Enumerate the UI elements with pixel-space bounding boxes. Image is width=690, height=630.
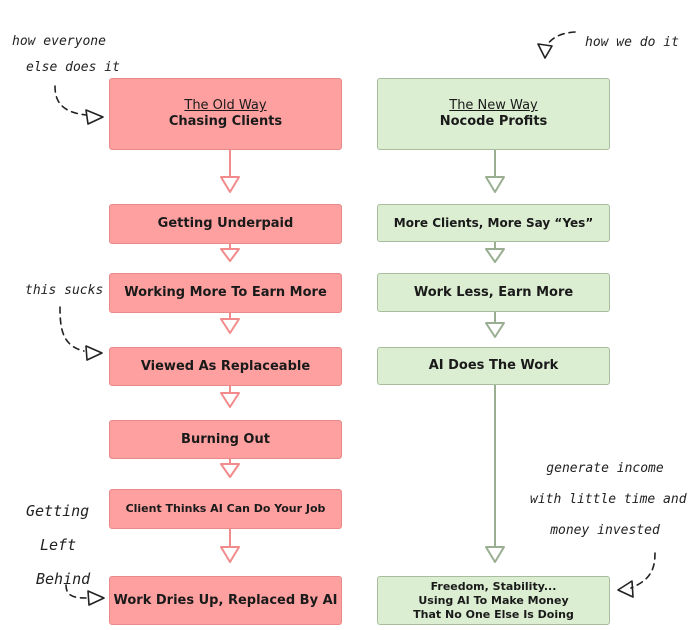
old-step-box: Working More To Earn More [109,273,342,313]
annotation-line: with little time and [530,492,687,507]
annotation-arrowhead-everyone [85,109,104,125]
red-arrowhead [220,248,240,262]
annotation-arrow-everyone [54,85,87,116]
green-arrowhead [485,176,505,193]
annotation-arrow-sucks [59,306,85,352]
old-way-title: Chasing Clients [168,114,283,129]
new-way-subtitle: The New Way [449,98,538,113]
red-arrowhead [220,392,240,408]
annotation-this-sucks: this sucks [25,278,103,304]
annotation-line: generate income [546,461,664,476]
old-way-header-box: The Old Way Chasing Clients [109,78,342,150]
green-arrowhead [485,546,505,563]
annotation-line: how everyone [12,34,106,49]
new-final-box: Freedom, Stability... Using AI To Make M… [377,576,610,625]
new-step-label: Work Less, Earn More [413,284,574,300]
annotation-we-do-it: how we do it [585,30,679,56]
annotation-arrow-income [630,552,656,589]
new-step-label: More Clients, More Say “Yes” [393,216,594,230]
old-step-label: Client Thinks AI Can Do Your Job [125,502,326,515]
new-step-box: Work Less, Earn More [377,273,610,312]
new-step-label: AI Does The Work [428,358,559,373]
green-arrowhead [485,322,505,338]
new-way-title: Nocode Profits [439,114,548,129]
red-arrowhead [220,463,240,478]
old-way-subtitle: The Old Way [184,98,267,113]
old-step-label: Working More To Earn More [124,285,327,300]
old-step-box: Work Dries Up, Replaced By AI [109,576,342,625]
annotation-line: Getting [26,502,90,520]
new-step-box: AI Does The Work [377,347,610,385]
old-step-label: Viewed As Replaceable [140,358,311,374]
annotation-line: money invested [550,523,660,538]
annotation-line: Behind [36,570,91,588]
old-step-label: Burning Out [181,431,270,447]
annotation-line: how we do it [585,35,679,50]
annotation-line: else does it [26,60,120,75]
new-step-box: More Clients, More Say “Yes” [377,204,610,242]
red-arrowhead [220,318,240,334]
annotation-arrow-behind [65,584,87,599]
annotation-line: this sucks [25,283,104,298]
annotation-arrowhead-we-do-it [537,43,553,59]
new-final-line: That No One Else Is Doing [413,607,574,621]
annotation-arrowhead-income [617,580,634,598]
annotation-arrowhead-sucks [85,345,103,361]
annotation-line: Left [40,536,77,554]
old-step-box: Burning Out [109,420,342,459]
old-step-box: Viewed As Replaceable [109,347,342,386]
green-arrowhead [485,248,505,263]
annotation-arrowhead-behind [87,590,105,606]
new-way-header-box: The New Way Nocode Profits [377,78,610,150]
red-arrowhead [220,176,240,193]
old-step-box: Client Thinks AI Can Do Your Job [109,489,342,529]
red-arrowhead [220,546,240,563]
old-step-label: Work Dries Up, Replaced By AI [113,592,338,608]
old-step-label: Getting Underpaid [157,216,294,231]
annotation-everyone-else: how everyone else does it [12,29,120,81]
new-final-line: Freedom, Stability... [430,579,557,593]
old-step-box: Getting Underpaid [109,204,342,244]
annotation-arrow-we-do-it [546,31,576,46]
annotation-left-behind: Getting Left Behind [26,494,90,596]
new-final-line: Using AI To Make Money [418,593,569,607]
annotation-generate-income: generate income with little time and mon… [530,453,687,546]
